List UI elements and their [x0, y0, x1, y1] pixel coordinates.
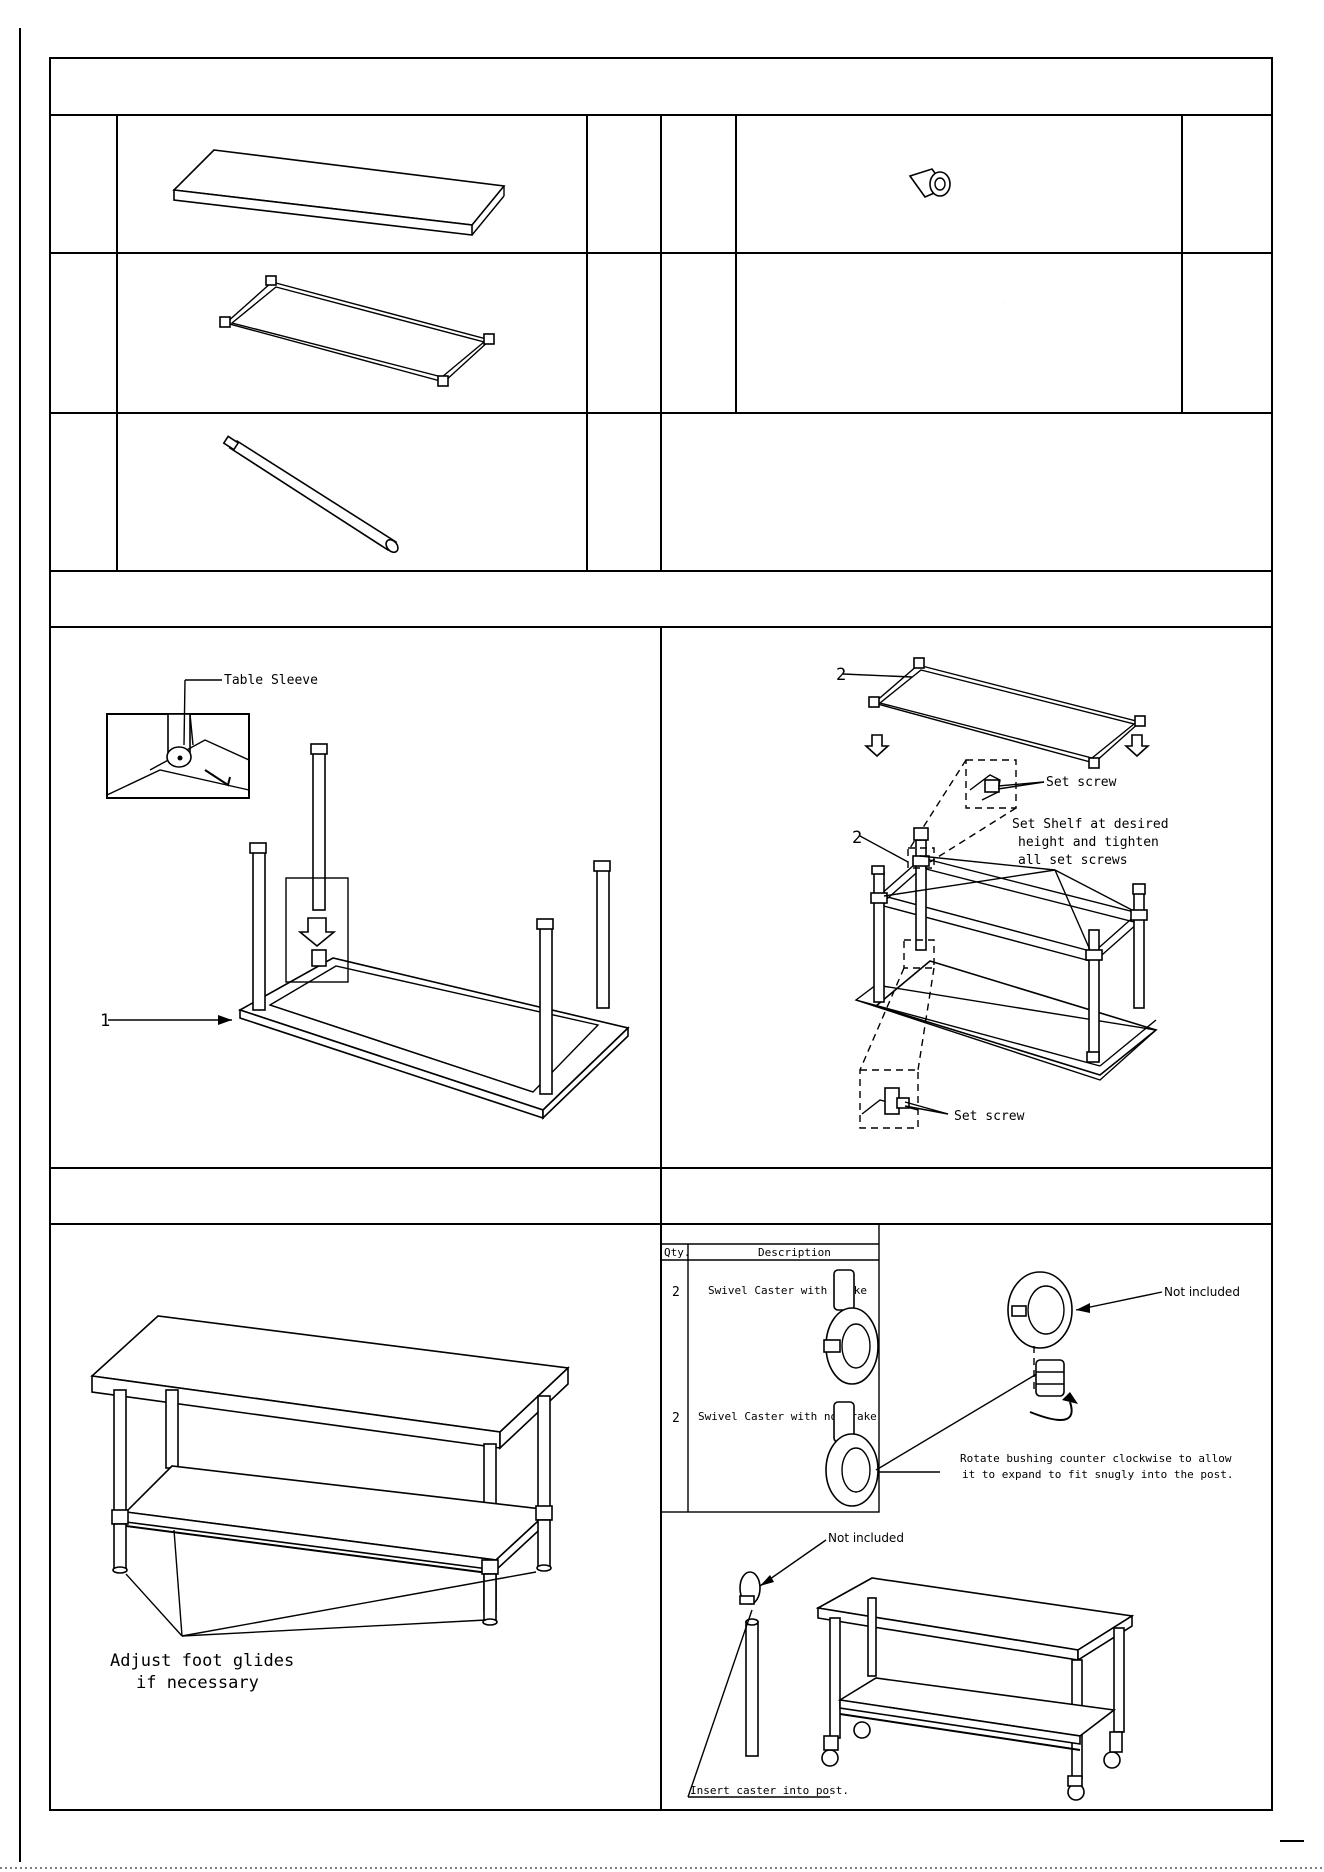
- caster-pointer-line: [875, 1371, 1041, 1471]
- insert-caster-illustration: [687, 1539, 830, 1798]
- caster-table-row-2-qty: 2: [672, 1411, 680, 1426]
- part-undershelf-frame-illustration: [219, 275, 495, 387]
- label-set-shelf-line-1: Set Shelf at desired: [1012, 817, 1169, 832]
- label-rotate-line-2: it to expand to fit snugly into the post…: [962, 1468, 1234, 1481]
- label-part-1: 1: [100, 1011, 110, 1031]
- step-1-leg-installation-illustration: [106, 679, 630, 1120]
- caster-bushing-illustration: [1007, 1271, 1163, 1421]
- part-table-top-illustration: [172, 149, 506, 236]
- label-not-included-bottom: Not included: [828, 1531, 904, 1545]
- part-allen-wrench-illustration: [933, 300, 1004, 348]
- label-table-sleeve: Table Sleeve: [224, 673, 318, 688]
- label-set-shelf-line-3: all set screws: [1018, 853, 1128, 868]
- caster-table-header-description: Description: [758, 1246, 831, 1259]
- table-with-casters-illustration: [815, 1577, 1135, 1801]
- caster-table-row-1-description: Swivel Caster with Brake: [708, 1284, 867, 1297]
- layout-grid: [49, 57, 1273, 1811]
- label-set-screw-bottom: Set screw: [954, 1109, 1025, 1124]
- caster-table-row-1-qty: 2: [672, 1285, 680, 1300]
- step-3-foot-glides-illustration: [90, 1315, 570, 1637]
- caster-with-brake-icon: [823, 1269, 879, 1385]
- label-set-shelf-line-2: height and tighten: [1018, 835, 1159, 850]
- caster-no-brake-icon: [825, 1401, 879, 1507]
- caster-table-header-qty: Qty.: [664, 1246, 691, 1259]
- caster-table: [660, 1223, 880, 1513]
- label-part-2-bottom: 2: [852, 828, 862, 848]
- label-rotate-line-1: Rotate bushing counter clockwise to allo…: [960, 1452, 1232, 1465]
- label-adjust-line-1: Adjust foot glides: [110, 1651, 294, 1671]
- label-part-2-top: 2: [836, 665, 846, 685]
- caster-table-row-2-description: Swivel Caster with no Brake: [698, 1410, 877, 1423]
- label-not-included-top: Not included: [1164, 1285, 1240, 1299]
- label-insert-caster: Insert caster into post.: [690, 1784, 849, 1797]
- label-set-screw-top: Set screw: [1046, 775, 1117, 790]
- part-leg-illustration: [222, 435, 399, 554]
- step-2-shelf-installation-illustration: [842, 657, 1158, 1129]
- label-adjust-line-2: if necessary: [136, 1673, 259, 1693]
- part-bullet-foot-illustration: [908, 168, 951, 198]
